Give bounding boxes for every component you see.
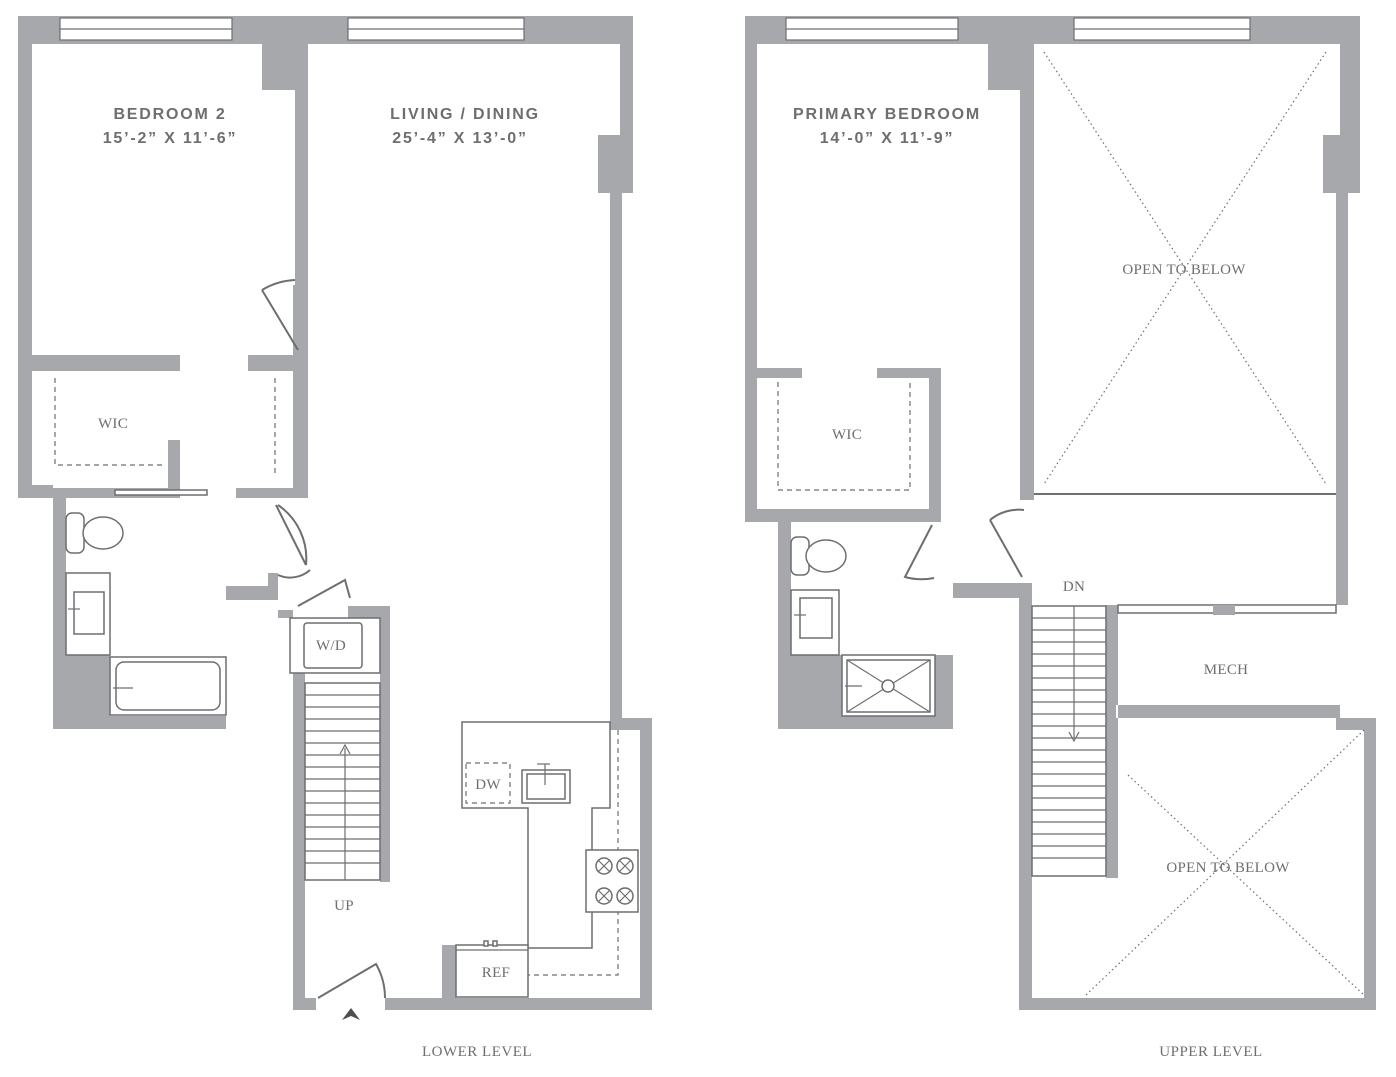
wd-label: W/D: [316, 638, 346, 654]
primary-bath-door[interactable]: [903, 524, 935, 581]
primary-bedroom-name: PRIMARY BEDROOM: [793, 106, 981, 123]
dishwasher: [465, 762, 511, 804]
toilet-icon: [790, 536, 847, 576]
upper-level-label: UPPER LEVEL: [1159, 1044, 1262, 1060]
living-dims: 25’-4” X 13’-0”: [392, 130, 528, 147]
kitchen-sink-icon: [521, 763, 571, 804]
bedroom2-name: BEDROOM 2: [113, 106, 226, 123]
upper-level-walls: [745, 16, 1376, 1010]
shower-icon: [841, 654, 936, 717]
bathtub-icon: [109, 656, 227, 716]
open-to-below-2: OPEN TO BELOW: [1166, 860, 1290, 876]
upper-level-plan: DN PRIMARY BEDROOM 14’-0” X 11’-9” WIC O…: [745, 16, 1376, 1060]
wic-label-upper: WIC: [832, 427, 862, 443]
toilet-icon: [65, 512, 124, 554]
ref-label: REF: [482, 965, 510, 981]
mech-label: MECH: [1204, 662, 1249, 678]
dw-label: DW: [475, 777, 501, 793]
entry-arrow-icon: [342, 1008, 360, 1020]
stair-up-label: UP: [334, 898, 354, 914]
stair-up[interactable]: [304, 682, 381, 881]
primary-bedroom-dims: 14’-0” X 11’-9”: [820, 130, 955, 147]
sink-icon: [790, 589, 840, 656]
open-to-below-1: OPEN TO BELOW: [1122, 262, 1246, 278]
refrigerator: [455, 940, 529, 998]
lower-level-label: LOWER LEVEL: [422, 1044, 532, 1060]
stair-down-label: DN: [1063, 579, 1085, 595]
lower-level-plan: W/D UP DW: [18, 16, 652, 1060]
bedroom-door[interactable]: [261, 279, 299, 351]
wic-label-lower: WIC: [98, 416, 128, 432]
cooktop-icon: [585, 849, 639, 913]
bath-door[interactable]: [275, 504, 308, 566]
primary-closet-door[interactable]: [989, 508, 1025, 578]
sink-icon: [65, 572, 111, 656]
entry-door[interactable]: [317, 962, 387, 999]
bedroom2-dims: 15’-2” X 11’-6”: [103, 130, 238, 147]
stair-down[interactable]: [1031, 605, 1107, 877]
living-name: LIVING / DINING: [390, 106, 540, 123]
